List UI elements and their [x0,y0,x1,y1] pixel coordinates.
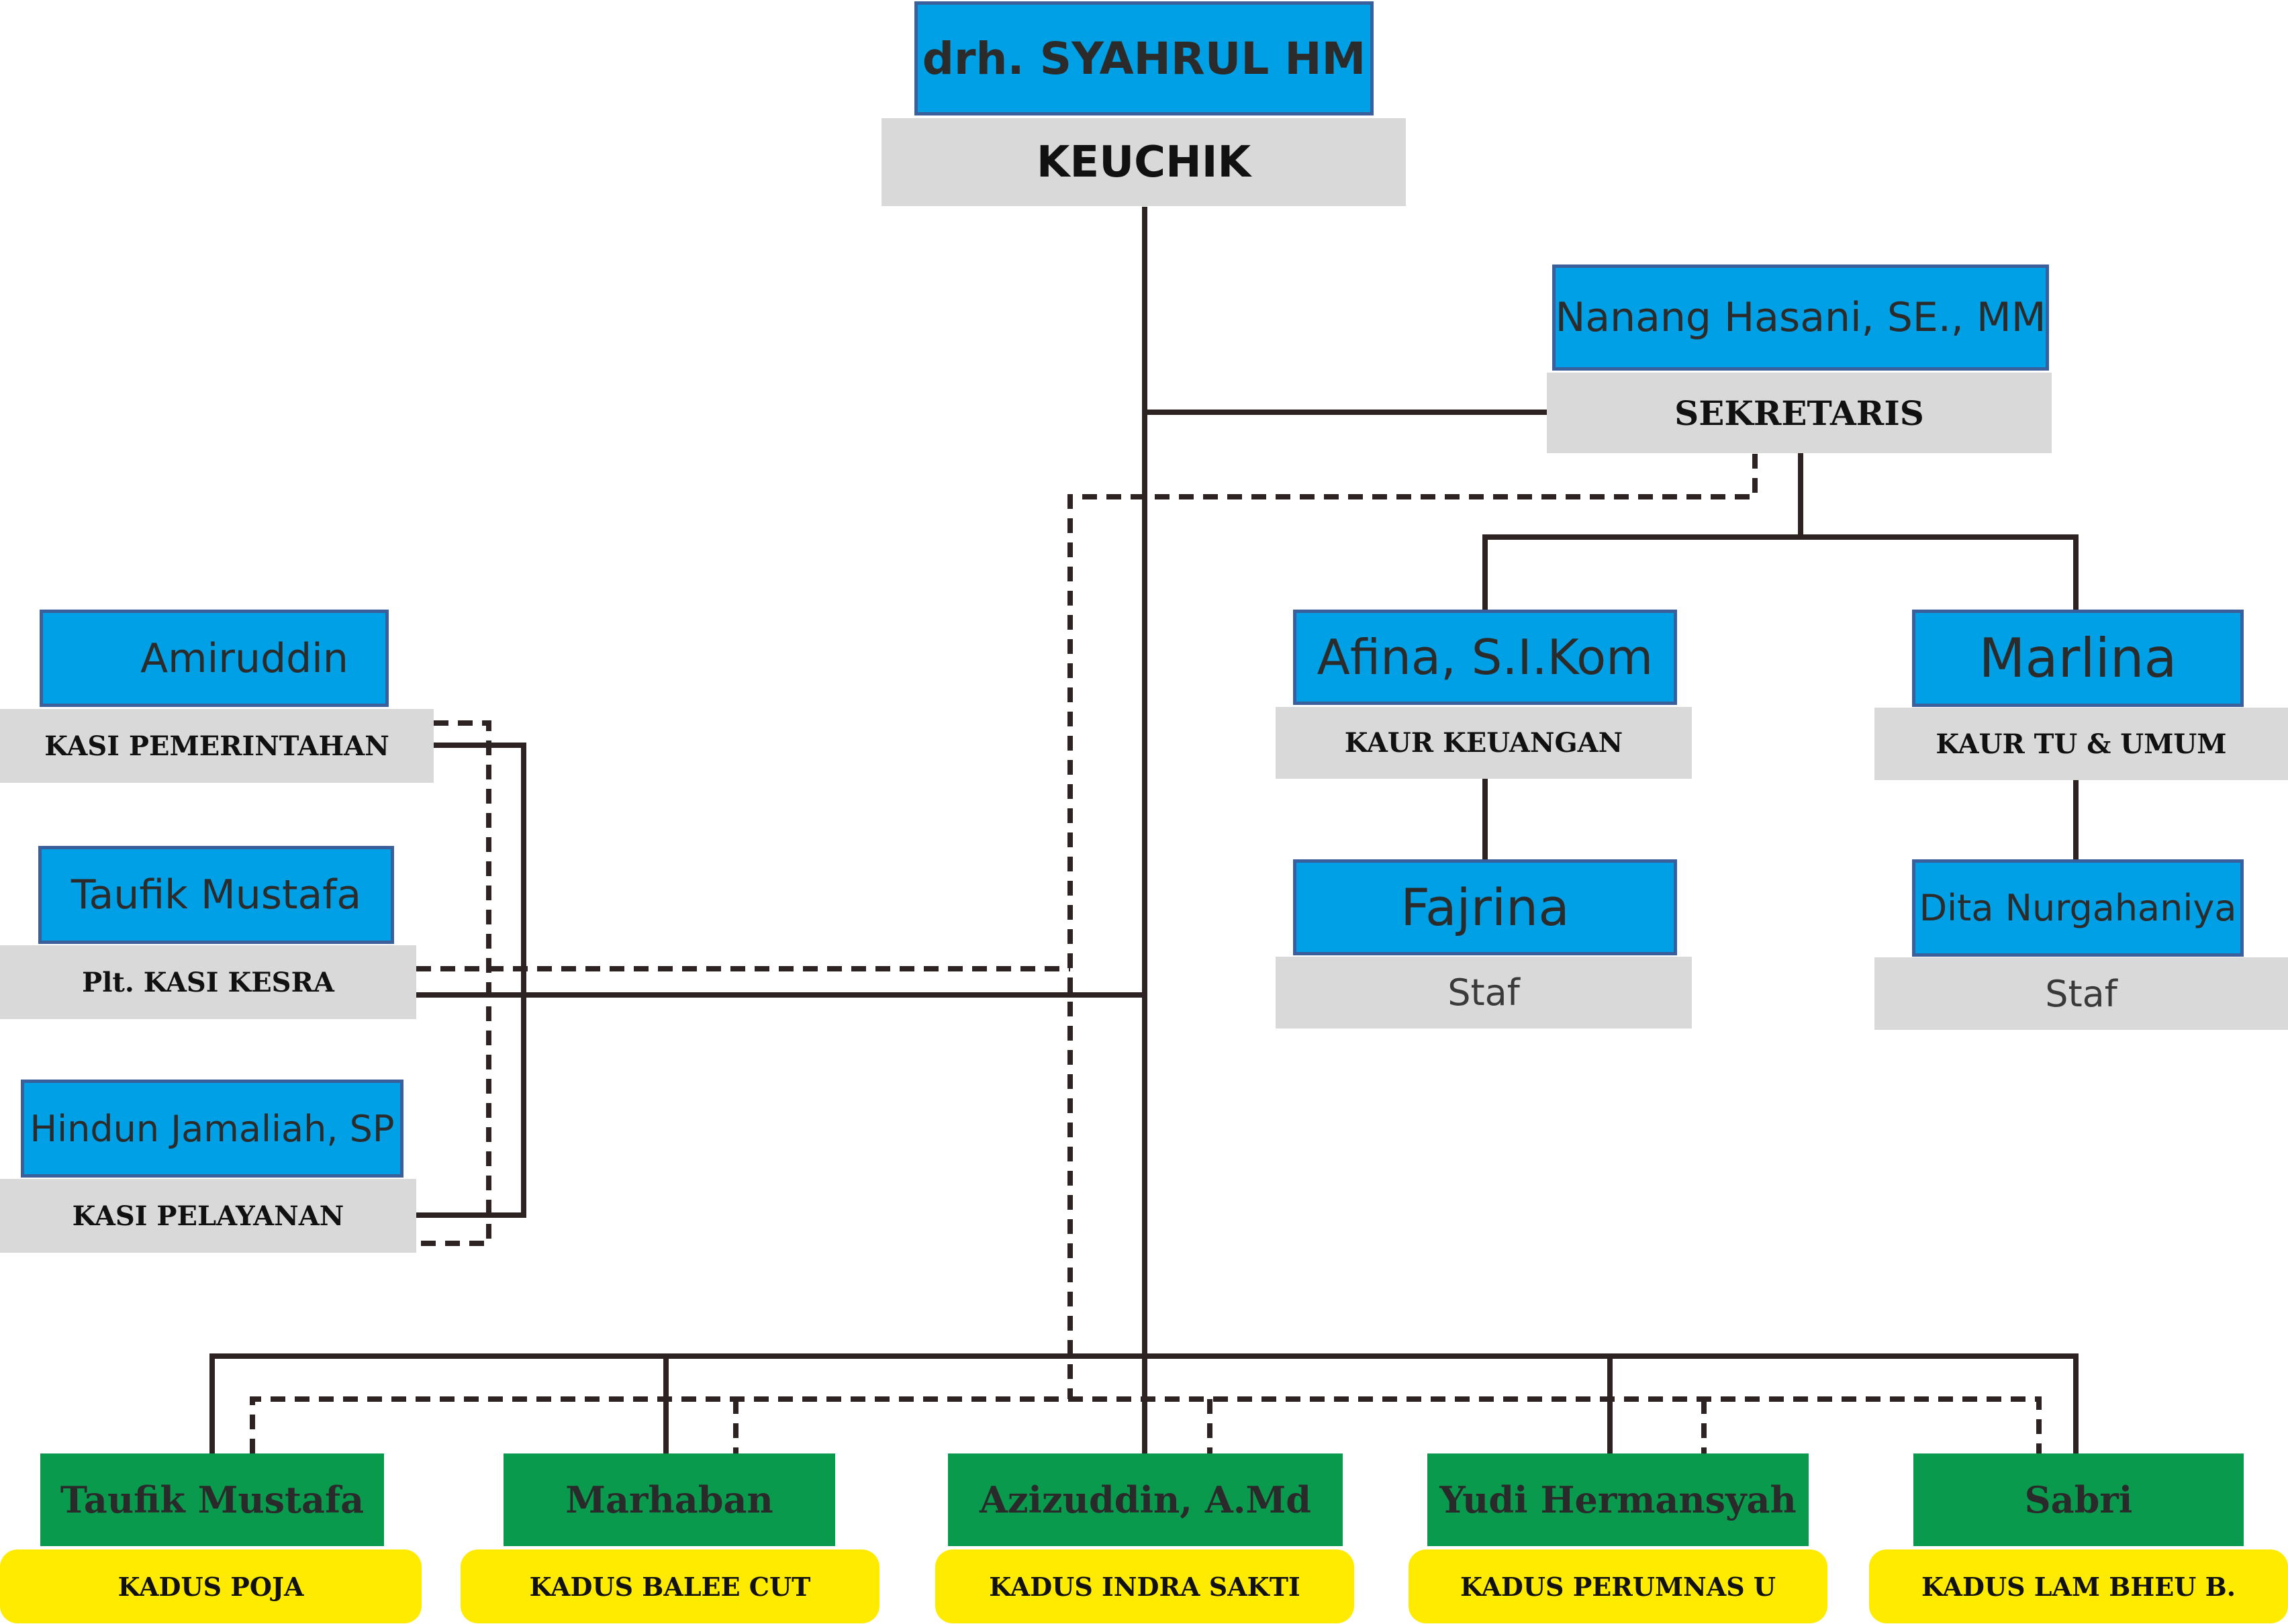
kaur-keuangan-name: Afina, S.I.Kom [1317,629,1654,685]
sekretaris-name: Nanang Hasani, SE., MM [1555,294,2046,341]
kasi-pemerintahan-name: Amiruddin [140,634,348,682]
keuchik-title-box: KEUCHIK [881,118,1406,206]
kadus-1-name-box: Taufik Mustafa [40,1453,384,1546]
kadus-2-name-box: Marhaban [504,1453,835,1546]
kadus-3-name-box: Azizuddin, A.Md [948,1453,1343,1546]
keuchik-name-box: drh. SYAHRUL HM [914,1,1374,115]
kaur-keuangan-title: KAUR KEUANGAN [1344,727,1623,759]
staf-keuangan-title: Staf [1447,971,1520,1014]
staf-tu-title: Staf [2045,972,2117,1015]
kaur-tu-title: KAUR TU & UMUM [1936,728,2227,760]
staf-tu-title-box: Staf [1874,957,2288,1030]
kasi-pemerintahan-name-box: Amiruddin [40,610,389,707]
kaur-tu-name: Marlina [1979,627,2177,689]
kadus-1-title: KADUS POJA [117,1571,304,1602]
kadus-2-title: KADUS BALEE CUT [529,1571,811,1602]
sekretaris-name-box: Nanang Hasani, SE., MM [1552,265,2049,371]
staf-keuangan-title-box: Staf [1276,957,1692,1029]
kadus-3-name: Azizuddin, A.Md [979,1478,1312,1521]
kaur-keuangan-name-box: Afina, S.I.Kom [1293,610,1677,705]
kasi-kesra-title-box: Plt. KASI KESRA [0,945,416,1019]
sekretaris-title-box: SEKRETARIS [1547,373,2052,453]
kasi-pelayanan-name-box: Hindun Jamaliah, SP [21,1080,403,1178]
kadus-5-name-box: Sabri [1913,1453,2244,1546]
kadus-1-name: Taufik Mustafa [60,1478,365,1521]
kadus-5-title-box: KADUS LAM BHEU B. [1869,1549,2288,1623]
kadus-5-title: KADUS LAM BHEU B. [1921,1571,2236,1602]
staf-keuangan-name-box: Fajrina [1293,859,1677,955]
kasi-pelayanan-name: Hindun Jamaliah, SP [30,1107,395,1150]
keuchik-name: drh. SYAHRUL HM [922,32,1366,85]
staf-tu-name-box: Dita Nurgahaniya [1912,859,2244,957]
kadus-4-title: KADUS PERUMNAS U [1460,1571,1776,1602]
kaur-keuangan-title-box: KAUR KEUANGAN [1276,707,1692,779]
kadus-3-title-box: KADUS INDRA SAKTI [935,1549,1354,1623]
dashed-kadus-bar [250,1396,2042,1453]
kasi-kesra-name-box: Taufik Mustafa [38,846,394,944]
kasi-pemerintahan-title-box: KASI PEMERINTAHAN [0,709,434,783]
staf-keuangan-name: Fajrina [1400,877,1570,937]
staf-tu-name: Dita Nurgahaniya [1919,887,2237,929]
kadus-2-name: Marhaban [565,1478,773,1521]
kasi-kesra-title: Plt. KASI KESRA [82,966,334,998]
kasi-pelayanan-title-box: KASI PELAYANAN [0,1179,416,1253]
kadus-3-title: KADUS INDRA SAKTI [989,1571,1300,1602]
kadus-4-title-box: KADUS PERUMNAS U [1409,1549,1827,1623]
kasi-kesra-name: Taufik Mustafa [70,871,362,918]
kadus-2-title-box: KADUS BALEE CUT [461,1549,879,1623]
kadus-5-name: Sabri [2024,1478,2133,1521]
kadus-4-name: Yudi Hermansyah [1439,1478,1797,1521]
kasi-pelayanan-title: KASI PELAYANAN [72,1200,344,1232]
kadus-1-title-box: KADUS POJA [0,1549,422,1623]
keuchik-title: KEUCHIK [1036,137,1251,187]
kadus-4-name-box: Yudi Hermansyah [1427,1453,1809,1546]
line-kasi-bracket [414,743,526,1218]
kasi-pemerintahan-title: KASI PEMERINTAHAN [44,730,389,762]
kaur-tu-name-box: Marlina [1912,610,2244,707]
kaur-tu-title-box: KAUR TU & UMUM [1874,708,2288,780]
sekretaris-title: SEKRETARIS [1674,393,1924,433]
dashed-kasi-bracket [416,720,491,1246]
